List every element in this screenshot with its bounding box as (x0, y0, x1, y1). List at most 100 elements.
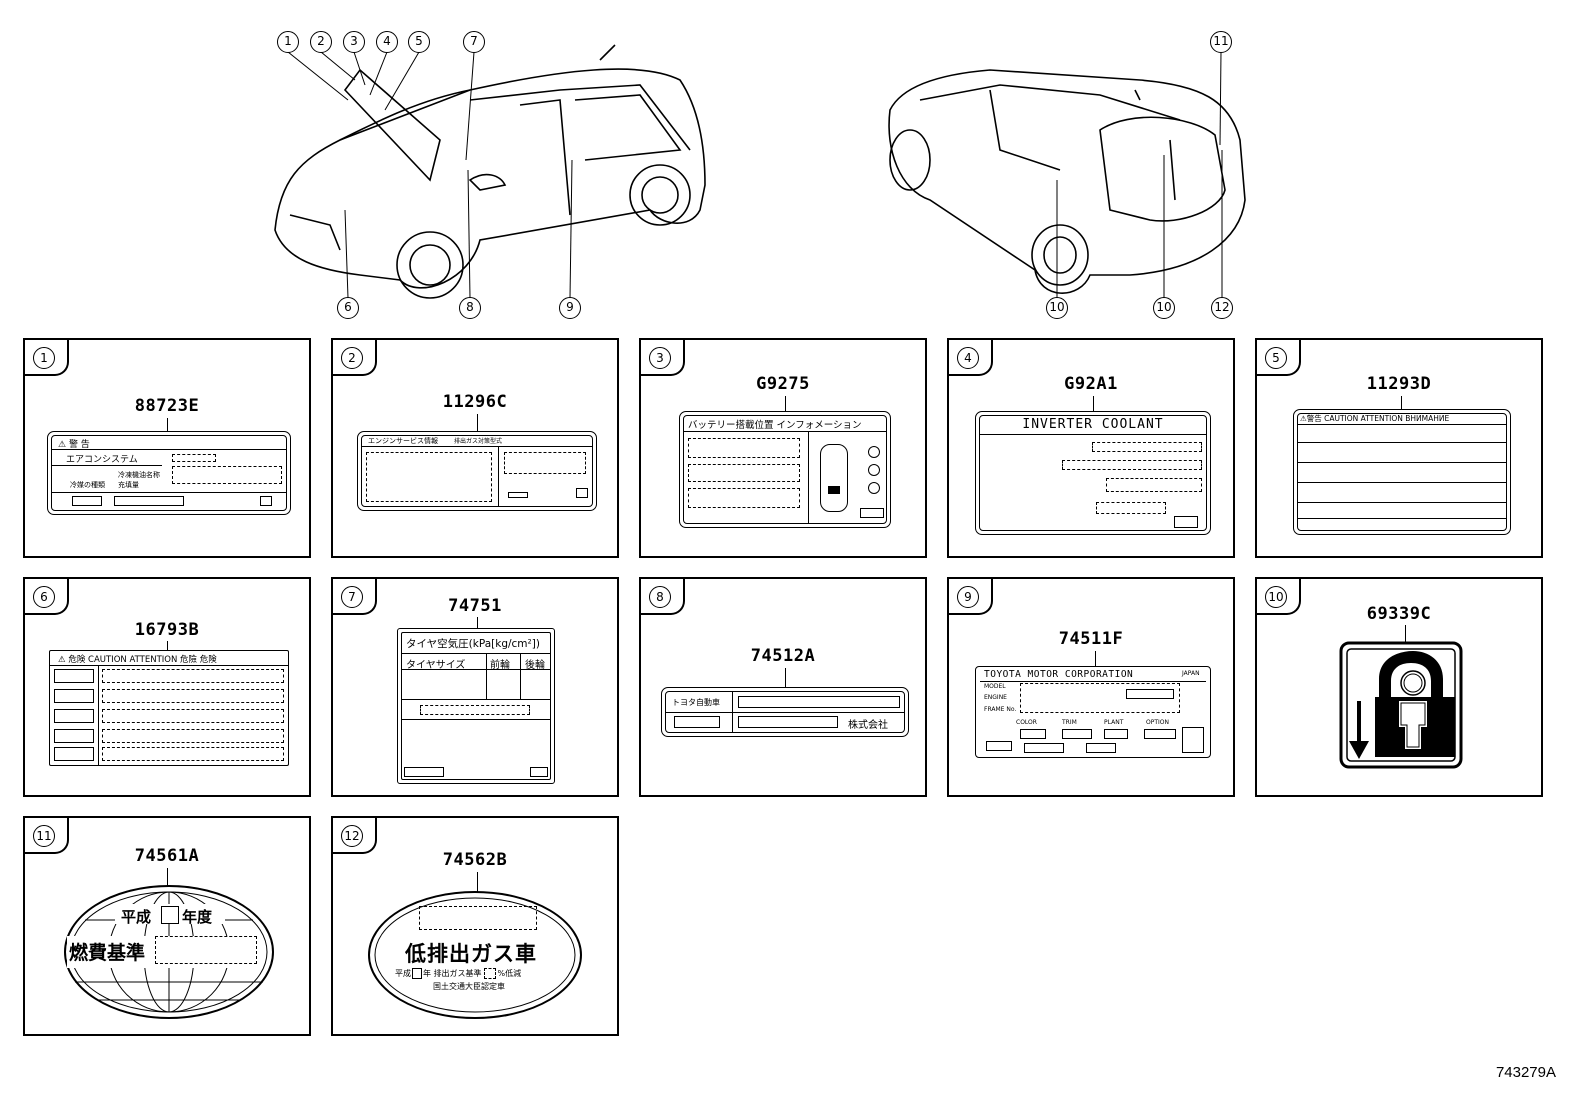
label-header: ⚠ 警 告 (58, 440, 90, 450)
label-header: ⚠ 危険 CAUTION ATTENTION 危險 危険 (58, 655, 217, 665)
callout-8: 8 (459, 297, 481, 319)
leader-line (167, 418, 168, 432)
panel-number: 4 (957, 347, 979, 369)
low-emission-emblem (368, 891, 582, 1019)
panel-number: 10 (1265, 586, 1287, 608)
rear-label: 後輪 (525, 660, 545, 671)
label-row1: トヨタ自動車 (672, 698, 720, 707)
label-drawing: INVERTER COOLANT (975, 411, 1211, 535)
panel-7: 7 74751 タイヤ空気圧(kPa[kg/cm²]) タイヤサイズ 前輪 後輪 (331, 577, 619, 797)
label-drawing: タイヤ空気圧(kPa[kg/cm²]) タイヤサイズ 前輪 後輪 (397, 628, 555, 784)
label-option: OPTION (1146, 719, 1169, 726)
label-header: INVERTER COOLANT (1022, 417, 1164, 432)
callout-leaders (287, 51, 1223, 299)
callout-10a: 10 (1046, 297, 1068, 319)
label-drawing: ⚠ 警 告 エアコンシステム 冷媒の種類 充填量 冷凍機油名称 (47, 431, 291, 515)
part-number: G9275 (756, 374, 810, 394)
part-number: 11293D (1366, 374, 1432, 394)
front-label: 前輪 (490, 660, 510, 671)
label-drawing: ⚠ 危険 CAUTION ATTENTION 危險 危険 (49, 650, 289, 766)
panel-number: 8 (649, 586, 671, 608)
callout-12: 12 (1211, 297, 1233, 319)
child-lock-icon (1339, 641, 1463, 769)
ministry-certified: 国土交通大臣認定車 (433, 982, 505, 991)
label-drawing: TOYOTA MOTOR CORPORATION JAPAN MODEL ENG… (975, 666, 1211, 758)
callout-9: 9 (559, 297, 581, 319)
panel-9: 9 74511F TOYOTA MOTOR CORPORATION JAPAN … (947, 577, 1235, 797)
label-header: エンジンサービス情報 (368, 437, 438, 445)
callout-6: 6 (337, 297, 359, 319)
leader-line (1095, 651, 1096, 667)
callout-10b: 10 (1153, 297, 1175, 319)
label-row2: 株式会社 (848, 720, 888, 731)
vehicle-illustrations (274, 44, 1246, 299)
year-box (161, 906, 179, 924)
part-number: 11296C (442, 392, 508, 412)
part-number: 74561A (134, 846, 200, 866)
leader-line (1093, 396, 1094, 412)
callout-1: 1 (277, 31, 299, 53)
panel-tab: 1 (25, 340, 69, 376)
label-frame: FRAME No. (984, 706, 1017, 713)
panel-number: 6 (33, 586, 55, 608)
part-number: 74512A (750, 646, 816, 666)
panel-6: 6 16793B ⚠ 危険 CAUTION ATTENTION 危險 危険 (23, 577, 311, 797)
fuel-standard-box (155, 936, 257, 964)
label-header: ⚠警告 CAUTION ATTENTION ВНИМАНИЕ (1300, 414, 1450, 423)
panel-8: 8 74512A トヨタ自動車 株式会社 (639, 577, 927, 797)
panel-11: 11 74561A 平成 年度 燃費基準 (23, 816, 311, 1036)
part-number: 74751 (448, 596, 502, 616)
panel-number: 11 (33, 825, 55, 847)
label-japan: JAPAN (1182, 670, 1200, 677)
label-model: MODEL (984, 683, 1006, 690)
part-number: G92A1 (1064, 374, 1118, 394)
part-number: 69339C (1366, 604, 1432, 624)
callout-3: 3 (343, 31, 365, 53)
diagram-reference-code: 743279A (1495, 1064, 1556, 1081)
part-number: 74562B (442, 850, 508, 870)
globe-emblem (64, 885, 274, 1019)
label-header: タイヤ空気圧(kPa[kg/cm²]) (406, 638, 540, 650)
label-line2a: 冷媒の種類 (70, 481, 105, 489)
label-header2: 排出ガス対策型式 (454, 438, 503, 445)
panel-number: 12 (341, 825, 363, 847)
label-drawing: トヨタ自動車 株式会社 (661, 687, 909, 737)
callout-11: 11 (1210, 31, 1232, 53)
leader-line (1401, 396, 1402, 410)
leader-line (477, 414, 478, 432)
panel-number: 5 (1265, 347, 1287, 369)
label-trim: TRIM (1062, 719, 1077, 726)
callout-7: 7 (463, 31, 485, 53)
panel-1: 1 88723E ⚠ 警 告 エアコンシステム 冷媒の種類 充填量 冷凍機油名称 (23, 338, 311, 558)
panel-4: 4 G92A1 INVERTER COOLANT (947, 338, 1235, 558)
callout-2: 2 (310, 31, 332, 53)
label-header: TOYOTA MOTOR CORPORATION (984, 669, 1134, 680)
tire-size-label: タイヤサイズ (406, 660, 466, 671)
part-number: 16793B (134, 620, 200, 640)
fuel-year-prefix: 平成 (121, 908, 152, 926)
leader-line (785, 396, 786, 412)
label-engine: ENGINE (984, 694, 1007, 701)
label-drawing: エンジンサービス情報 排出ガス対策型式 (357, 431, 597, 511)
panel-number: 2 (341, 347, 363, 369)
leader-line (1405, 625, 1406, 643)
panel-12: 12 74562B 低排出ガス車 平成年 排出ガス基準%低減 国土交通大臣認定車 (331, 816, 619, 1036)
label-drawing: ⚠警告 CAUTION ATTENTION ВНИМАНИЕ (1293, 409, 1511, 535)
part-number: 74511F (1058, 629, 1124, 649)
callout-4: 4 (376, 31, 398, 53)
callout-5: 5 (408, 31, 430, 53)
emission-top-box (419, 906, 537, 930)
front-car-drawing (274, 44, 706, 299)
leader-line (477, 617, 478, 629)
panel-number: 7 (341, 586, 363, 608)
part-number: 88723E (134, 396, 200, 416)
low-emission-title: 低排出ガス車 (405, 942, 537, 966)
label-header: バッテリー搭載位置 インフォメーション (688, 420, 862, 431)
label-line3: 冷凍機油名称 (118, 471, 160, 479)
label-line1: エアコンシステム (66, 455, 138, 465)
leader-line (167, 868, 168, 886)
rear-car-drawing (888, 69, 1246, 294)
panel-number: 3 (649, 347, 671, 369)
label-line2b: 充填量 (118, 481, 139, 489)
panel-5: 5 11293D ⚠警告 CAUTION ATTENTION ВНИМАНИЕ (1255, 338, 1543, 558)
